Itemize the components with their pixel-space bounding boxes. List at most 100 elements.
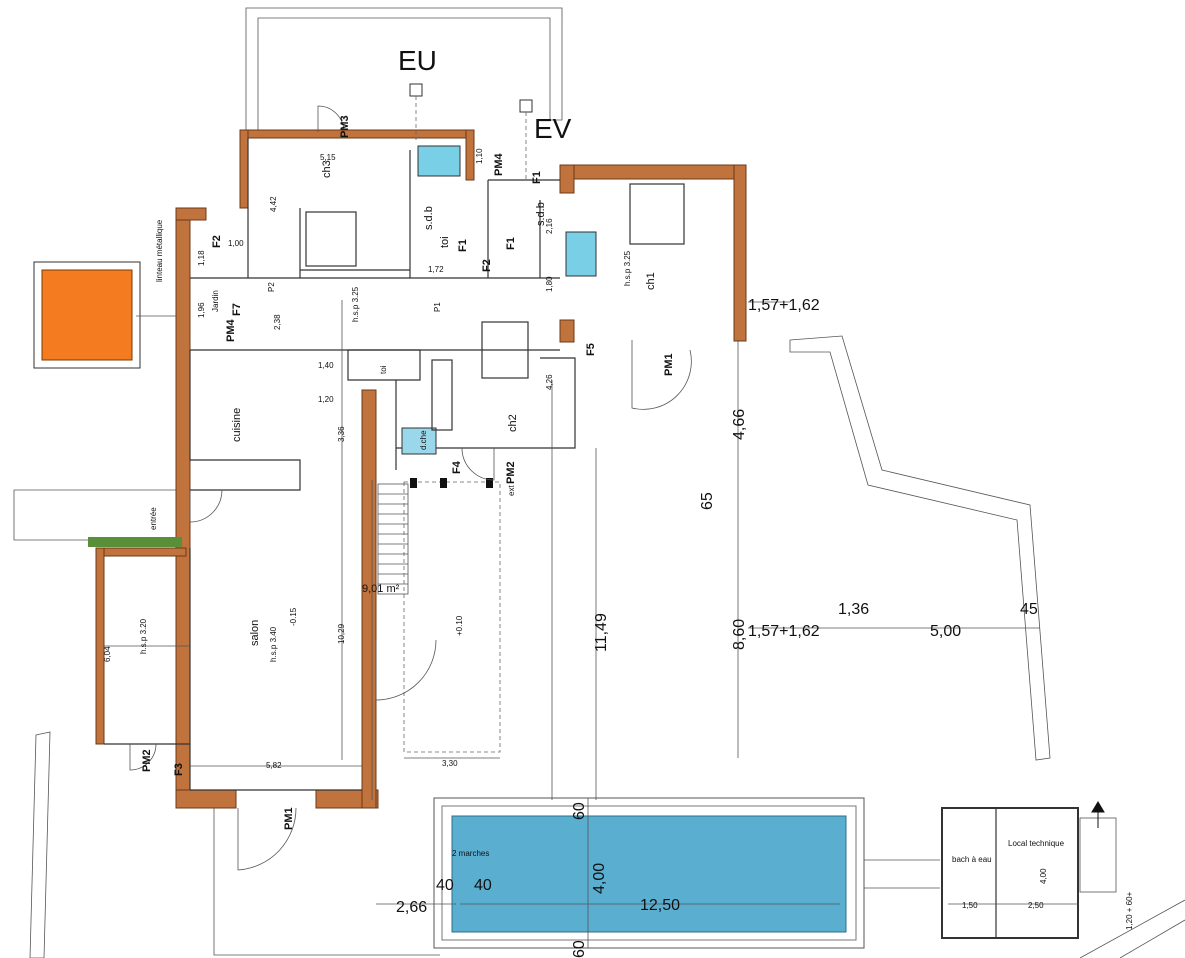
label-ev: EV: [534, 113, 572, 144]
dim-2-38: 2,38: [273, 314, 282, 330]
room-cuisine: cuisine: [231, 408, 243, 442]
room-toi-2: toi: [379, 365, 388, 374]
dim-12-50: 12,50: [640, 897, 680, 914]
post-1: [410, 478, 417, 488]
annotation-area: 9,01 m²: [362, 583, 400, 595]
dim-6-04: 6,04: [103, 646, 112, 662]
dim-40-b: 40: [474, 877, 492, 894]
opening-pm4-a: PM4: [493, 153, 505, 177]
room-douche: d.che: [419, 430, 428, 450]
dim-1-20-60: 1,20 + 60+: [1125, 891, 1134, 930]
dim-1-50: 1,50: [962, 901, 978, 910]
opening-pm2-b: PM2: [141, 749, 153, 772]
dim-45: 45: [1020, 601, 1038, 618]
opening-pm1-b: PM1: [283, 807, 295, 830]
dim-60-a: 60: [571, 802, 588, 820]
dim-4-00-b: 4,00: [1039, 868, 1048, 884]
door-swings: [129, 105, 692, 871]
dim-1-00: 1,00: [228, 239, 244, 248]
opening-f1-a: F1: [531, 171, 543, 184]
garden-strip: [88, 537, 182, 547]
opening-p1: P1: [433, 302, 442, 312]
ev-manhole: [519, 99, 533, 113]
dim-40-a: 40: [436, 877, 454, 894]
level-salon: -0.15: [289, 607, 298, 626]
height-ch1: h.s.p 3.25: [623, 250, 632, 286]
exterior-walls: [95, 129, 747, 809]
room-bach: bach à eau: [952, 855, 992, 864]
dim-1-36: 1,36: [838, 601, 869, 618]
room-jardin: Jardin: [211, 290, 220, 312]
dimension-lines: [104, 300, 1078, 948]
dim-3-30: 3,30: [442, 759, 458, 768]
annotation-ext: ext: [507, 485, 516, 496]
height-hall: h.s.p 3.25: [351, 286, 360, 322]
dim-4-26: 4,26: [545, 374, 554, 390]
post-2: [440, 478, 447, 488]
room-toi-1: toi: [439, 236, 451, 248]
eu-manhole: [409, 83, 423, 97]
opening-pm4-b: PM4: [225, 319, 237, 343]
dim-1-10: 1,10: [475, 148, 484, 164]
opening-f3: F3: [173, 763, 185, 776]
dim-1-40: 1,40: [318, 361, 334, 370]
opening-f1-c: F1: [505, 237, 517, 250]
dim-60-b: 60: [571, 940, 588, 958]
dim-1-96: 1,96: [197, 302, 206, 318]
annotation-marches: 2 marches: [452, 849, 489, 858]
dim-2-66: 2,66: [396, 899, 427, 916]
dim-1-80: 1,80: [545, 276, 554, 292]
room-entree: entrée: [149, 507, 158, 530]
dim-2-16: 2,16: [545, 218, 554, 234]
label-eu: EU: [398, 45, 437, 76]
room-ch3: ch3: [321, 160, 333, 178]
bath-tub-ch3: [417, 145, 461, 177]
pool-water: [451, 815, 847, 933]
pergola: [403, 481, 501, 753]
opening-f2-b: F2: [481, 259, 493, 272]
dim-3-36: 3,36: [337, 426, 346, 442]
dim-1-57-1-62-b: 1,57+1,62: [748, 623, 820, 640]
post-3: [486, 478, 493, 488]
opening-f1-b: F1: [457, 239, 469, 252]
opening-p2: P2: [267, 282, 276, 292]
dim-65: 65: [699, 492, 716, 510]
bath-tub-ch1: [565, 231, 597, 277]
dim-5-00: 5,00: [930, 623, 961, 640]
interior-walls: [104, 138, 576, 791]
level-terrace: +0.10: [455, 615, 464, 636]
dim-11-49: 11,49: [593, 613, 610, 652]
opening-pm1-a: PM1: [663, 353, 675, 376]
dim-5-82: 5,82: [266, 761, 282, 770]
north-arrow-icon: [1091, 801, 1105, 828]
dim-4-00: 4,00: [591, 863, 608, 894]
dim-1-20: 1,20: [318, 395, 334, 404]
pool-coping: [441, 805, 857, 941]
dim-8-60: 8,60: [731, 619, 748, 650]
room-salon: salon: [249, 620, 261, 646]
room-ch1: ch1: [645, 272, 657, 290]
dim-2-50: 2,50: [1028, 901, 1044, 910]
opening-f2-a: F2: [211, 235, 223, 248]
dim-4-42: 4,42: [269, 196, 278, 212]
opening-f5: F5: [585, 343, 597, 356]
pool-surround: [433, 797, 865, 949]
opening-f7: F7: [231, 303, 243, 316]
room-sdb-1: s.d.b: [423, 206, 435, 230]
annex-roof: [41, 269, 133, 361]
opening-pm3: PM3: [339, 115, 351, 138]
dim-1-57-1-62-a: 1,57+1,62: [748, 297, 820, 314]
annotation-linteau: linteau métallique: [155, 219, 164, 282]
dim-4-66: 4,66: [731, 409, 748, 440]
stairs: [377, 483, 409, 595]
opening-pm2-a: PM2: [505, 461, 517, 484]
dim-1-18: 1,18: [197, 250, 206, 266]
dim-10-29: 10,29: [337, 623, 346, 644]
site-boundary: [13, 7, 1185, 958]
height-salon: h.s.p 3.40: [269, 626, 278, 662]
beds: [305, 183, 685, 431]
room-ch2: ch2: [507, 414, 519, 432]
technical-room: [941, 807, 1079, 939]
room-local: Local technique: [1008, 839, 1065, 848]
room-sdb-2: s.d.b: [535, 202, 547, 226]
